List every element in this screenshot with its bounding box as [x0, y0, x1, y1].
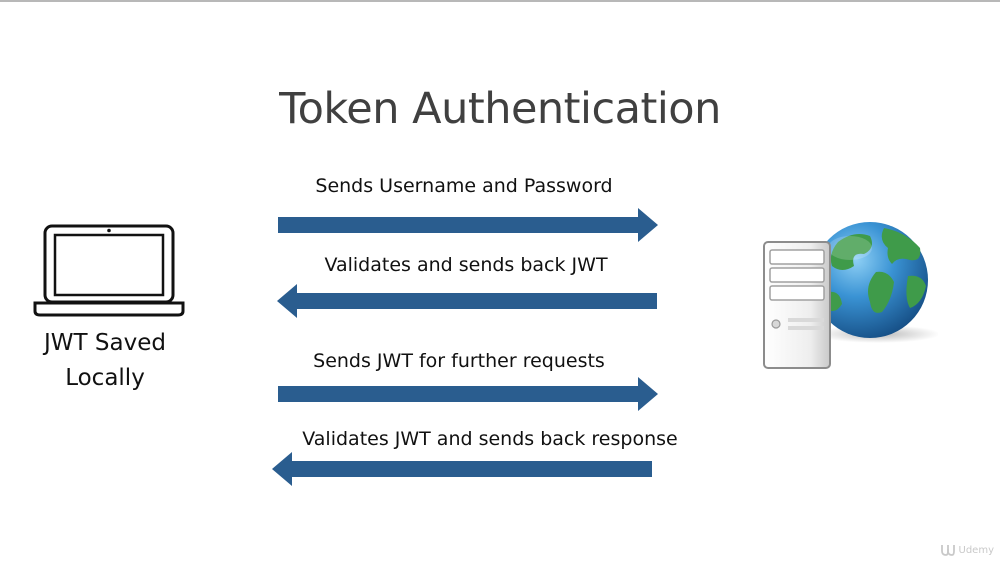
- arrow-right-icon: [278, 377, 658, 411]
- client-caption-line2: Locally: [65, 365, 145, 391]
- client-caption: JWT Saved Locally: [20, 326, 190, 396]
- flow-label-4: Validates JWT and sends back response: [302, 428, 678, 450]
- laptop-icon: [33, 224, 185, 317]
- server-tower-icon: [763, 241, 831, 369]
- flow-label-3: Sends JWT for further requests: [313, 350, 605, 372]
- flow-label-1: Sends Username and Password: [315, 175, 613, 197]
- globe-icon: [812, 222, 928, 338]
- udemy-logo-icon: [940, 545, 955, 556]
- arrow-right-icon: [278, 208, 658, 242]
- flow-label-2: Validates and sends back JWT: [324, 254, 608, 276]
- client-caption-line1: JWT Saved: [44, 330, 166, 356]
- arrow-left-icon: [272, 452, 652, 486]
- watermark-text: Udemy: [958, 544, 994, 556]
- udemy-watermark: Udemy: [940, 543, 994, 557]
- slide-title: Token Authentication: [279, 84, 721, 134]
- arrow-left-icon: [277, 284, 657, 318]
- top-divider: [0, 0, 1000, 2]
- server-globe-icon: [763, 222, 938, 369]
